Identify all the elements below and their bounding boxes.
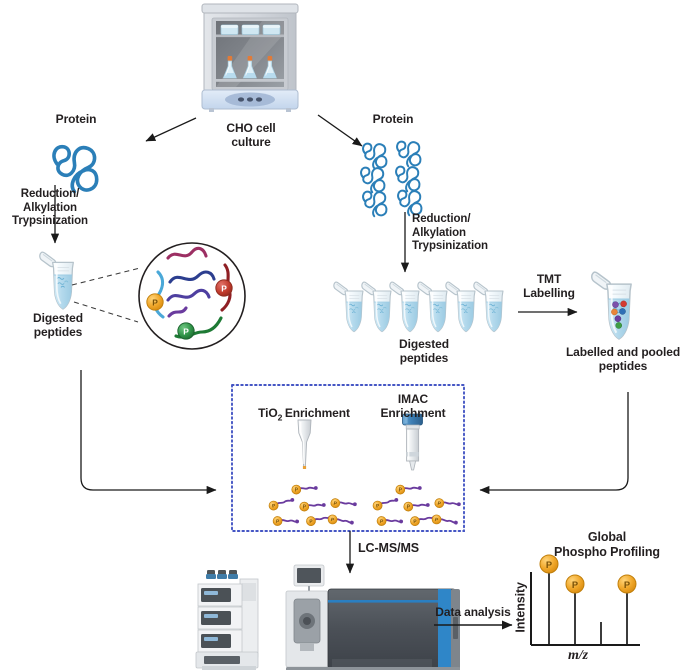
magnified-peptide-circle: P P P (138, 242, 246, 350)
label-protein-left: Protein (55, 112, 97, 126)
imac-phosphopeptide-cluster (371, 484, 463, 530)
svg-text:P: P (546, 560, 552, 570)
arrow-right-to-enrichment (479, 392, 629, 495)
tio2-formula-text: TiO (258, 406, 278, 421)
tio2-enrichment-word: Enrichment (284, 406, 350, 421)
tube-labelled-pooled (590, 271, 633, 340)
label-protein-right: Protein (372, 112, 414, 126)
tio2-subscript: 2 (277, 412, 283, 423)
chart-peaks (548, 572, 628, 645)
imac-column (402, 413, 423, 471)
mass-spectrum-chart: P P P (530, 554, 640, 646)
tubes-digested-right (333, 281, 504, 333)
arrow-left-to-enrichment (80, 370, 217, 495)
incubator-control-dots (237, 97, 263, 102)
label-intensity-axis: Intensity (513, 582, 528, 633)
label-labelled-pooled-peptides: Labelled and pooled peptides (565, 345, 681, 374)
phospho-marker-red: P (215, 279, 233, 297)
arrow-incubator-to-left-protein (145, 117, 197, 142)
svg-text:P: P (624, 580, 630, 590)
lc-system-illustration (195, 570, 259, 670)
label-tmt-labelling: TMT Labelling (523, 272, 575, 301)
incubator-flasks (223, 56, 277, 79)
label-data-analysis: Data analysis (435, 605, 511, 619)
label-reduction-right: Reduction/ Alkylation Trypsinization (412, 213, 488, 253)
svg-text:P: P (572, 580, 578, 590)
label-digested-peptides-right: Digested peptides (399, 337, 449, 366)
label-reduction-left: Reduction/ Alkylation Trypsinization (12, 188, 88, 228)
label-lc-ms-ms: LC-MS/MS (358, 541, 419, 555)
chart-phospho-badges: P P P (539, 554, 637, 594)
protein-left-illustration (52, 144, 99, 194)
label-imac-enrichment: IMAC Enrichment (380, 392, 446, 421)
label-global-phospho-profiling: Global Phospho Profiling (554, 530, 660, 559)
phospho-marker-green: P (177, 322, 195, 340)
label-digested-peptides-left: Digested peptides (33, 311, 83, 340)
svg-text:P: P (221, 284, 227, 294)
label-mz-axis: m/z (568, 648, 588, 663)
tmt-dot-group (611, 300, 627, 329)
lc-solvent-bottles (206, 570, 238, 579)
tube-digested-left (38, 251, 75, 310)
incubator-upper-bottles (220, 24, 281, 35)
phospho-marker-orange: P (146, 293, 164, 311)
tio2-phosphopeptide-cluster (267, 484, 359, 530)
protein-right-cluster (360, 140, 423, 218)
tio2-pipette-tip (297, 419, 312, 469)
incubator-illustration (201, 3, 299, 112)
svg-text:P: P (152, 298, 158, 308)
label-cho-cell-culture: CHO cell culture (226, 121, 276, 150)
svg-text:P: P (183, 327, 189, 337)
